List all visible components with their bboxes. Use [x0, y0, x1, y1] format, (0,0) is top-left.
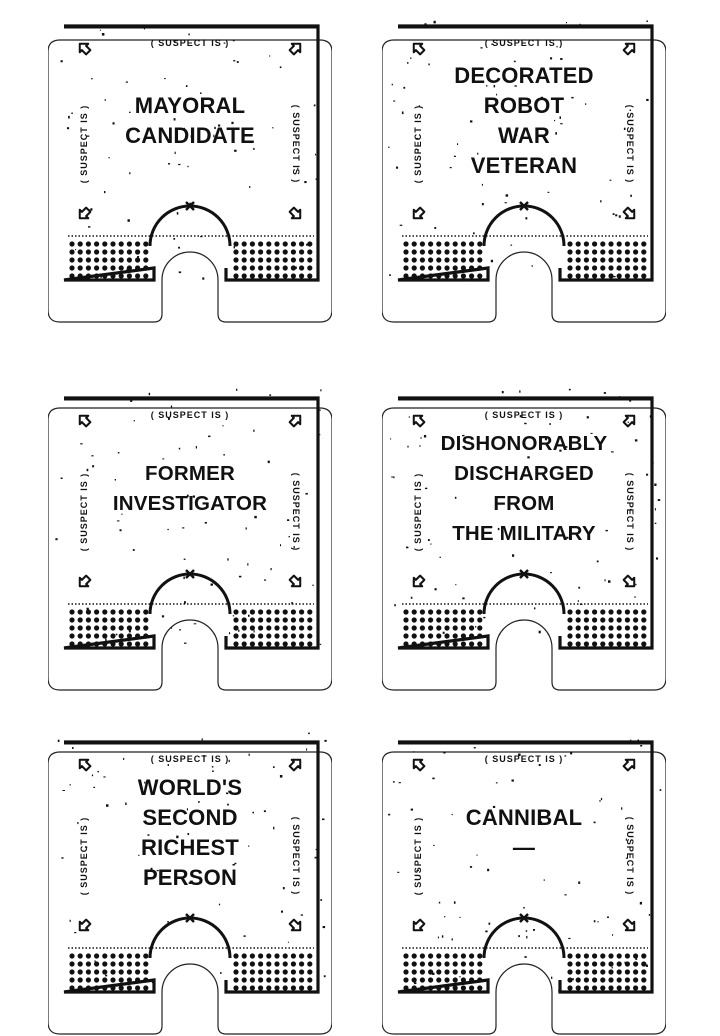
card-artwork [48, 24, 332, 323]
cross-mark [519, 913, 529, 923]
card-artwork [48, 388, 332, 691]
house-arrow-icon [412, 206, 426, 220]
suspect-card-richest: ( SUSPECT IS )( SUSPECT IS )( SUSPECT IS… [48, 724, 332, 1035]
card-frame [397, 24, 654, 282]
suspect-label-right: ( SUSPECT IS ) [625, 104, 635, 184]
cross-mark [519, 201, 529, 211]
house-arrow-icon [78, 414, 92, 428]
house-arrow-icon [78, 918, 92, 932]
cross-mark [519, 569, 529, 579]
house-arrow-icon [412, 42, 426, 56]
arch-line [482, 916, 566, 959]
house-arrow-icon [622, 414, 636, 428]
speckle-texture [55, 388, 322, 645]
house-arrow-icon [412, 574, 426, 588]
house-arrow-icon [622, 758, 636, 772]
speckle-texture [57, 732, 327, 984]
house-arrow-icon [288, 918, 302, 932]
house-arrow-icon [78, 206, 92, 220]
house-arrow-icon [412, 758, 426, 772]
arch-line [148, 916, 232, 959]
house-arrow-icon [288, 42, 302, 56]
house-arrow-icon [288, 414, 302, 428]
suspect-card-robot: ( SUSPECT IS )( SUSPECT IS )( SUSPECT IS… [382, 12, 666, 323]
suspect-card-investigator: ( SUSPECT IS )( SUSPECT IS )( SUSPECT IS… [48, 380, 332, 691]
suspect-card-military: ( SUSPECT IS )( SUSPECT IS )( SUSPECT IS… [382, 380, 666, 691]
house-arrow-icon [78, 574, 92, 588]
suspect-title: CANNIBAL — [465, 805, 583, 860]
suspect-label-top: ( SUSPECT IS ) [484, 754, 564, 764]
card-artwork [382, 20, 666, 323]
suspect-label-top: ( SUSPECT IS ) [150, 38, 230, 48]
suspect-card-cannibal: ( SUSPECT IS )( SUSPECT IS )( SUSPECT IS… [382, 724, 666, 1035]
arch-line [148, 572, 232, 615]
arch-line [482, 572, 566, 615]
card-outline [382, 39, 666, 323]
speckle-texture [388, 20, 654, 281]
suspect-label-top: ( SUSPECT IS ) [484, 38, 564, 48]
suspect-label-top: ( SUSPECT IS ) [484, 410, 564, 420]
card-frame [397, 740, 654, 994]
dot-band [68, 235, 314, 279]
suspect-label-right: ( SUSPECT IS ) [291, 104, 301, 184]
arch-line [148, 204, 232, 247]
house-arrow-icon [622, 42, 636, 56]
card-outline [382, 407, 666, 691]
dot-band [402, 947, 648, 991]
cross-mark [185, 569, 195, 579]
dot-band [68, 947, 314, 991]
speckle-texture [390, 388, 661, 634]
house-arrow-icon [78, 758, 92, 772]
cross-mark [185, 913, 195, 923]
dot-band [68, 603, 314, 647]
card-frame [397, 396, 654, 650]
card-frame [63, 740, 320, 994]
suspect-title: DECORATED ROBOT WAR VETERAN [454, 63, 594, 178]
suspect-label-top: ( SUSPECT IS ) [150, 410, 230, 420]
house-arrow-icon [288, 758, 302, 772]
house-arrow-icon [622, 206, 636, 220]
arch-line [482, 204, 566, 247]
house-arrow-icon [288, 574, 302, 588]
card-artwork [382, 388, 666, 691]
suspect-title: MAYORAL CANDIDATE [125, 93, 255, 148]
suspect-label-top: ( SUSPECT IS ) [150, 754, 230, 764]
suspect-title: WORLD'S SECOND RICHEST PERSON [137, 775, 243, 890]
dot-band [402, 235, 648, 279]
suspect-label-right: ( SUSPECT IS ) [625, 816, 635, 896]
card-frame [63, 396, 320, 650]
suspect-title: FORMER INVESTIGATOR [112, 462, 268, 515]
house-arrow-icon [412, 414, 426, 428]
house-arrow-icon [288, 206, 302, 220]
cross-mark [185, 201, 195, 211]
house-arrow-icon [412, 918, 426, 932]
card-frame [63, 24, 320, 282]
house-arrow-icon [78, 42, 92, 56]
house-arrow-icon [622, 574, 636, 588]
speckle-texture [60, 26, 318, 280]
card-outline [48, 407, 332, 691]
dot-band [402, 603, 648, 647]
speckle-texture [388, 739, 662, 992]
suspect-title: DISHONORABLY DISCHARGED FROM THE MILITAR… [440, 432, 608, 545]
card-outline [48, 39, 332, 323]
suspect-card-mayoral: ( SUSPECT IS )( SUSPECT IS )( SUSPECT IS… [48, 12, 332, 323]
house-arrow-icon [622, 918, 636, 932]
suspect-label-right: ( SUSPECT IS ) [291, 816, 301, 896]
